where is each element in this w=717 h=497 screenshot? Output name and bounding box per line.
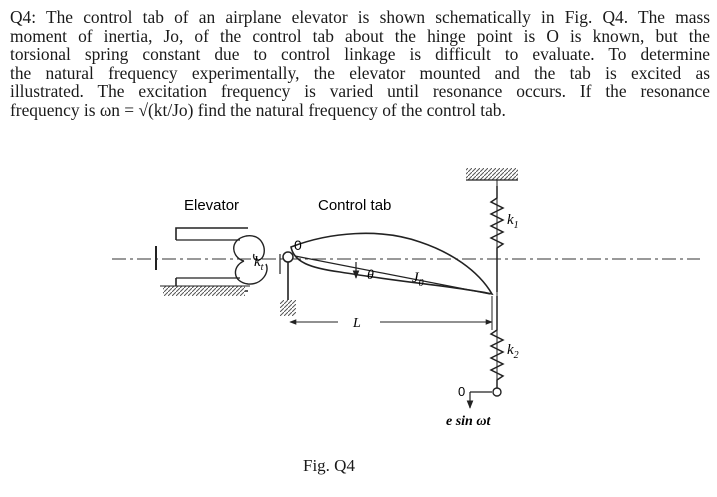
problem-line-5: illustrated. The excitation frequency is…	[10, 81, 710, 102]
problem-line-3: torsional spring constant due to control…	[10, 44, 710, 65]
torsional-spring	[233, 235, 268, 285]
tab-chord-line	[294, 255, 491, 295]
label-control-tab: Control tab	[318, 197, 391, 214]
ceiling-support	[466, 168, 518, 180]
label-elevator: Elevator	[184, 197, 239, 214]
excitation-base	[466, 387, 502, 409]
label-k2: k2	[507, 342, 519, 361]
control-tab-airfoil	[290, 232, 494, 296]
label-hinge: 0	[294, 237, 302, 253]
spring-k1	[489, 186, 505, 292]
hinge-support	[279, 251, 296, 316]
problem-line-1: Q4: The control tab of an airplane eleva…	[10, 7, 710, 27]
label-k1: k1	[507, 212, 519, 231]
problem-line-4: the natural frequency experimentally, th…	[10, 62, 710, 83]
spring-k2	[489, 296, 505, 390]
label-kt: kt	[254, 254, 264, 273]
label-excitation: e sin ωt	[446, 414, 491, 429]
label-length: L	[352, 316, 361, 331]
problem-statement: Q4: The control tab of an airplane eleva…	[10, 8, 710, 120]
problem-line-2: moment of inertia, Jo, of the control ta…	[10, 25, 710, 46]
label-jo: J0	[412, 270, 424, 289]
elevator-body	[155, 227, 250, 296]
label-base: 0	[458, 384, 465, 399]
figure-caption: Fig. Q4	[303, 456, 355, 475]
problem-line-6: frequency is ωn = √(kt/Jo) find the natu…	[10, 99, 506, 120]
label-theta: θ	[367, 268, 374, 283]
